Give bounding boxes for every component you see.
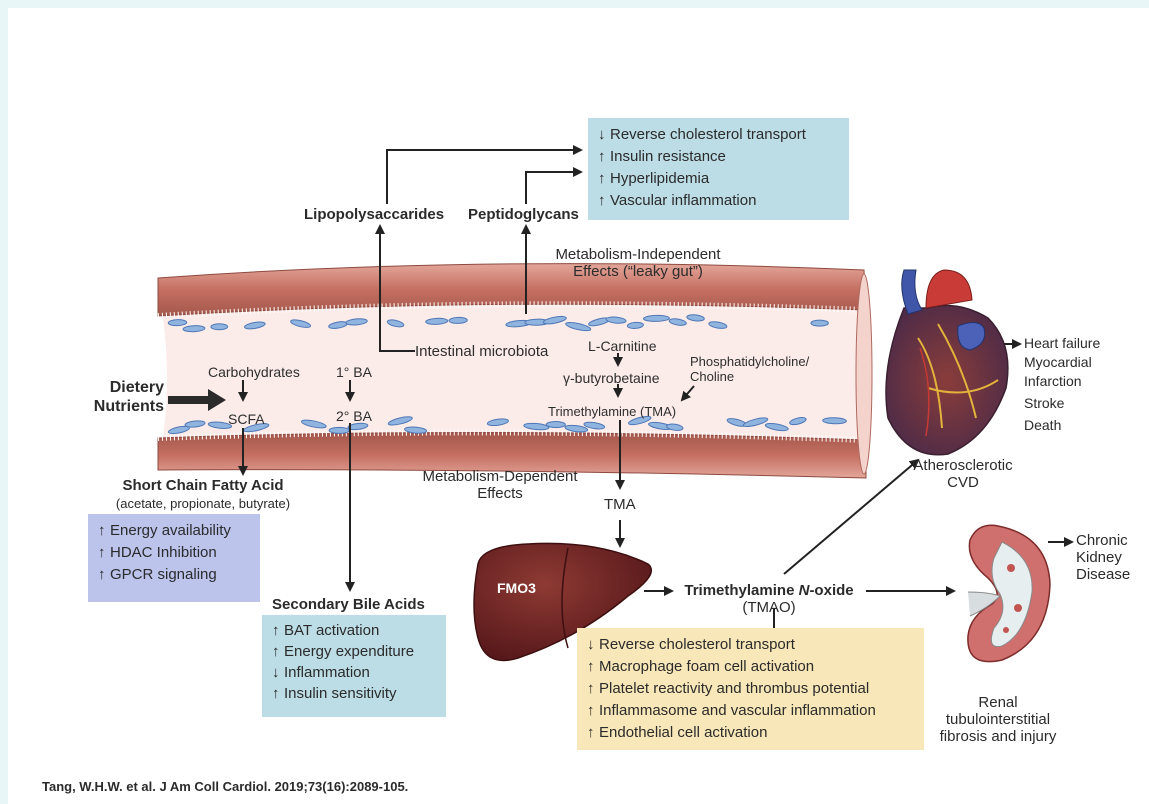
- scfa-effects-box: ↑Energy availability ↑HDAC Inhibition ↑G…: [88, 514, 260, 602]
- effect-row: ↓Reverse cholesterol transport: [598, 124, 839, 146]
- effect-row: ↑Inflammasome and vascular inflammation: [587, 700, 914, 722]
- l-carnitine-label: L-Carnitine: [588, 338, 656, 355]
- primary-bile-acid-label: 1° BA: [336, 364, 372, 381]
- effect-row: ↑Insulin sensitivity: [272, 683, 436, 704]
- heart-outcomes-list: Heart failure Myocardial Infarction Stro…: [1024, 334, 1100, 435]
- effect-row: ↑Vascular inflammation: [598, 190, 839, 212]
- effect-row: ↑Endothelial cell activation: [587, 722, 914, 744]
- citation: Tang, W.H.W. et al. J Am Coll Cardiol. 2…: [42, 778, 408, 795]
- peptidoglycans-label: Peptidoglycans: [468, 206, 579, 223]
- effect-row: ↑BAT activation: [272, 620, 436, 641]
- tmao-label: Trimethylamine N-oxide (TMAO): [672, 582, 866, 616]
- scfa-subtitle: (acetate, propionate, butyrate): [64, 495, 342, 512]
- bacterium: [183, 325, 205, 332]
- bacterium: [211, 324, 228, 330]
- bacterium: [546, 421, 565, 427]
- heart-illustration: [886, 270, 1008, 455]
- effect-row: ↑HDAC Inhibition: [98, 542, 250, 564]
- secondary-bile-acids-title: Secondary Bile Acids: [272, 596, 425, 613]
- effect-row: ↑Energy expenditure: [272, 641, 436, 662]
- lipopolysaccharides-label: Lipopolysaccarides: [304, 206, 444, 223]
- bacterium: [643, 315, 669, 322]
- kidney-illustration: [968, 525, 1050, 661]
- intestinal-microbiota-label: Intestinal microbiota: [415, 343, 548, 360]
- figure-card: Lipopolysaccarides Peptidoglycans ↓Rever…: [8, 8, 1149, 804]
- fmo3-label: FMO3: [497, 580, 536, 597]
- effect-row: ↑GPCR signaling: [98, 564, 250, 586]
- bacterium: [811, 320, 828, 326]
- trimethylamine-label: Trimethylamine (TMA): [548, 403, 676, 420]
- tmao-effects-box: ↓Reverse cholesterol transport ↑Macropha…: [577, 628, 924, 750]
- effect-row: ↓Inflammation: [272, 662, 436, 683]
- effect-row: ↑Insulin resistance: [598, 146, 839, 168]
- bacterium: [329, 427, 349, 433]
- carbohydrates-label: Carbohydrates: [208, 364, 300, 381]
- bacterium: [168, 319, 187, 326]
- scfa-title: Short Chain Fatty Acid: [88, 477, 318, 494]
- effect-row: ↑Macrophage foam cell activation: [587, 656, 914, 678]
- secondary-bile-acid-label: 2° BA: [336, 408, 372, 425]
- phosphatidylcholine-label: Phosphatidylcholine/Choline: [690, 354, 809, 384]
- bacterium: [823, 417, 847, 424]
- scfa-label: SCFA: [228, 411, 265, 428]
- butyrobetaine-label: γ-butyrobetaine: [563, 370, 660, 387]
- leaky-gut-effects-box: ↓Reverse cholesterol transport ↑Insulin …: [588, 118, 849, 220]
- effect-row: ↑Hyperlipidemia: [598, 168, 839, 190]
- bacterium: [449, 317, 467, 323]
- effect-row: ↑Platelet reactivity and thrombus potent…: [587, 678, 914, 700]
- effect-row: ↓Reverse cholesterol transport: [587, 634, 914, 656]
- bile-acid-effects-box: ↑BAT activation ↑Energy expenditure ↓Inf…: [262, 615, 446, 717]
- effect-row: ↑Energy availability: [98, 520, 250, 542]
- tma-label: TMA: [604, 496, 636, 513]
